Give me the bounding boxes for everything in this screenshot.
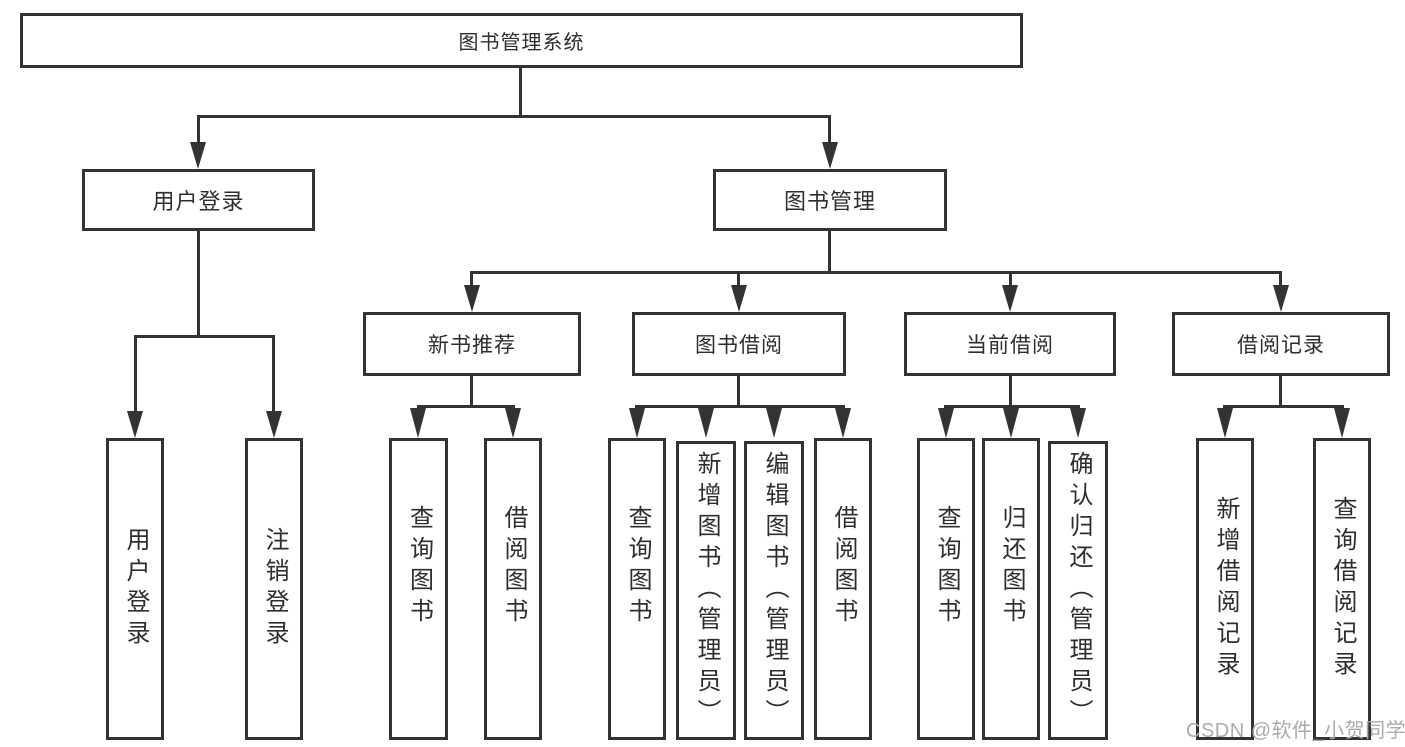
node-new-book-recommendation: 新书推荐 <box>363 312 581 376</box>
connector-line <box>1009 376 1012 407</box>
arrow-down-icon <box>629 408 645 438</box>
connector-line <box>470 271 1282 274</box>
node-label: 图书管理系统 <box>458 32 585 54</box>
connector-line <box>470 274 473 287</box>
arrow-down-icon <box>190 142 206 169</box>
arrow-down-icon <box>1070 408 1086 438</box>
node-book-borrowing: 图书借阅 <box>632 312 846 376</box>
node-current-borrowing: 当前借阅 <box>904 312 1116 376</box>
connector-line <box>828 118 831 144</box>
arrow-down-icon <box>731 285 747 312</box>
arrow-down-icon <box>410 408 426 438</box>
connector-line <box>197 231 200 337</box>
connector-line <box>828 231 831 274</box>
connector-line <box>272 338 275 411</box>
node-label: 查询借阅记录 <box>1329 496 1356 682</box>
node-label: 新书推荐 <box>428 334 516 357</box>
arrow-down-icon <box>1003 408 1019 438</box>
node-label: 新增图书（管理员） <box>693 451 720 730</box>
leaf-logout-login: 注销登录 <box>245 438 303 740</box>
connector-line <box>737 376 740 407</box>
connector-line <box>197 115 831 118</box>
arrow-down-icon <box>698 408 714 438</box>
leaf-add-book-admin: 新增图书（管理员） <box>676 441 736 740</box>
connector-line <box>519 68 522 117</box>
leaf-add-borrowing-record: 新增借阅记录 <box>1196 438 1254 740</box>
arrow-down-icon <box>266 411 282 438</box>
connector-line <box>1279 376 1282 407</box>
node-book-management: 图书管理 <box>713 169 947 231</box>
arrow-down-icon <box>1002 285 1018 312</box>
node-label: 用户登录 <box>152 189 245 214</box>
connector-line <box>1009 274 1012 287</box>
watermark: CSDN @软件_小贺同学 <box>1186 720 1405 742</box>
connector-line <box>1279 274 1282 287</box>
connector-line <box>417 405 515 408</box>
node-label: 图书借阅 <box>695 334 783 357</box>
arrow-down-icon <box>1273 285 1289 312</box>
arrow-down-icon <box>505 408 521 438</box>
node-borrowing-records: 借阅记录 <box>1172 312 1390 376</box>
leaf-query-borrowing-record: 查询借阅记录 <box>1313 438 1371 740</box>
connector-line <box>1223 405 1344 408</box>
arrow-down-icon <box>766 408 782 438</box>
arrow-down-icon <box>1217 408 1233 438</box>
leaf-edit-book-admin: 编辑图书（管理员） <box>744 441 804 740</box>
leaf-query-books-current: 查询图书 <box>917 438 975 740</box>
connector-line <box>470 376 473 407</box>
node-label: 查询图书 <box>624 505 651 629</box>
leaf-query-books-recommend: 查询图书 <box>389 438 448 740</box>
connector-line <box>134 335 275 338</box>
node-label: 注销登录 <box>261 527 288 651</box>
node-label: 用户登录 <box>122 527 149 651</box>
arrow-down-icon <box>938 408 954 438</box>
node-library-system: 图书管理系统 <box>20 13 1023 68</box>
node-label: 借阅图书 <box>500 505 527 629</box>
arrow-down-icon <box>127 411 143 438</box>
arrow-down-icon <box>1334 408 1350 438</box>
node-label: 借阅记录 <box>1237 334 1325 357</box>
leaf-query-books-borrowing: 查询图书 <box>608 438 666 740</box>
node-label: 图书管理 <box>783 189 876 214</box>
leaf-confirm-return-admin: 确认归还（管理员） <box>1048 441 1108 740</box>
node-label: 查询图书 <box>405 505 433 629</box>
node-label: 借阅图书 <box>830 505 857 629</box>
node-label: 确认归还（管理员） <box>1065 451 1092 730</box>
node-user-login: 用户登录 <box>82 169 315 231</box>
connector-line <box>737 274 740 287</box>
arrow-down-icon <box>835 408 851 438</box>
connector-line <box>134 338 137 411</box>
node-label: 编辑图书（管理员） <box>761 451 788 730</box>
node-label: 当前借阅 <box>966 334 1054 357</box>
leaf-user-login: 用户登录 <box>106 438 164 740</box>
node-label: 查询图书 <box>933 505 960 629</box>
connector-line <box>197 118 200 144</box>
leaf-return-book: 归还图书 <box>982 438 1040 740</box>
leaf-borrow-books-borrowing: 借阅图书 <box>814 438 872 740</box>
leaf-borrow-books-recommend: 借阅图书 <box>484 438 542 740</box>
arrow-down-icon <box>464 285 480 312</box>
node-label: 归还图书 <box>998 505 1025 629</box>
arrow-down-icon <box>822 142 838 169</box>
node-label: 新增借阅记录 <box>1212 496 1239 682</box>
connector-line <box>944 405 1080 408</box>
connector-line <box>635 405 845 408</box>
